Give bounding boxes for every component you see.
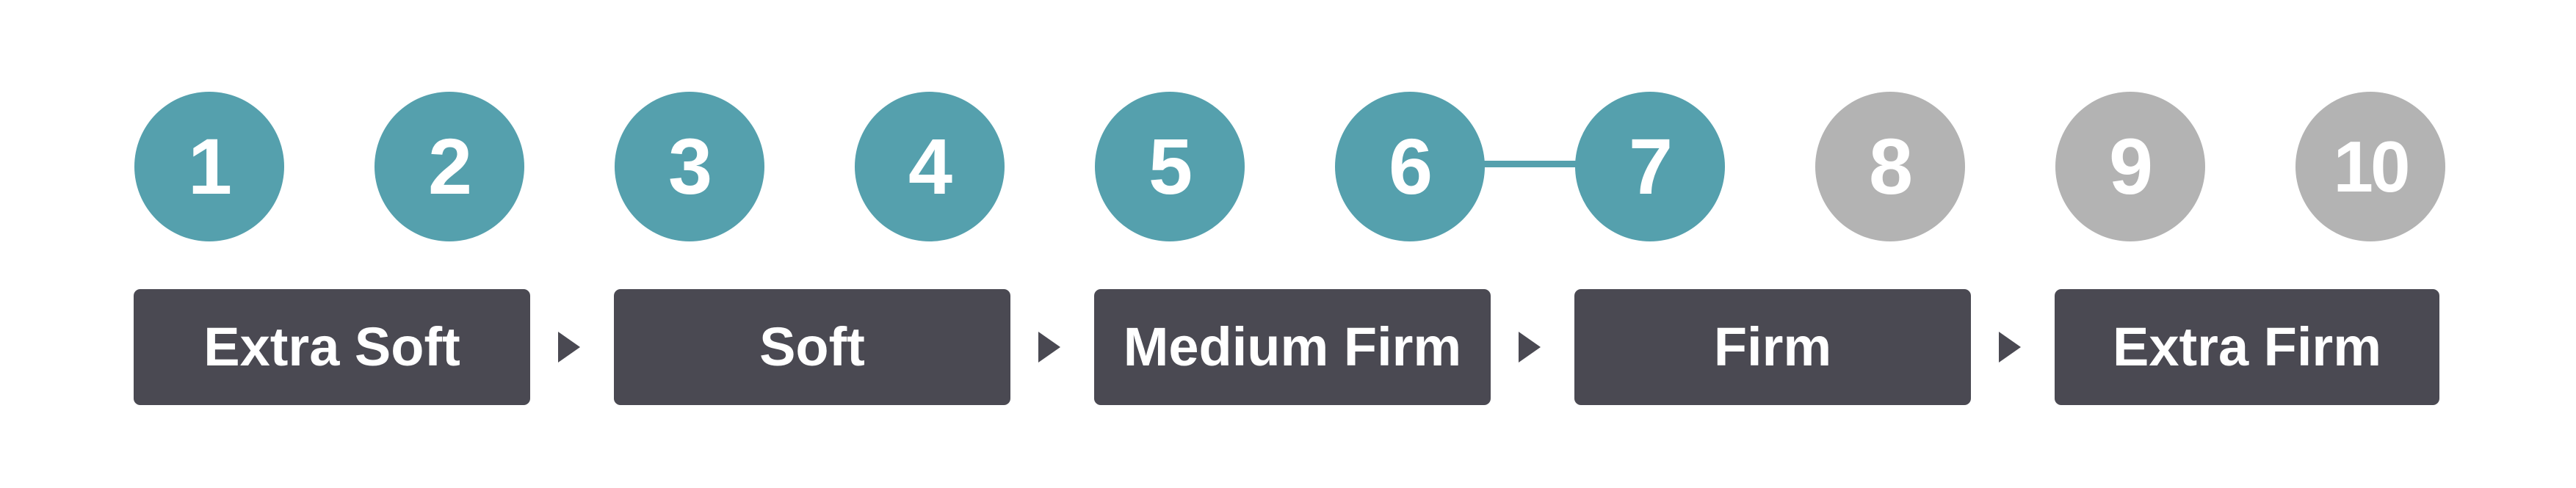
firmness-label-row: Extra Soft Soft Medium Firm Firm Extra F… <box>0 289 2576 407</box>
scale-node-5[interactable]: 5 <box>1095 92 1245 241</box>
firmness-bar-label: Soft <box>759 316 865 377</box>
scale-node-7[interactable]: 7 <box>1575 92 1725 241</box>
scale-node-number: 4 <box>908 122 952 211</box>
firmness-bar-soft[interactable]: Soft <box>614 289 1010 405</box>
firmness-bar-label: Extra Firm <box>2112 316 2382 377</box>
scale-node-number: 3 <box>667 122 712 211</box>
firmness-bar-medium-firm[interactable]: Medium Firm <box>1094 289 1491 405</box>
scale-node-6[interactable]: 6 <box>1335 92 1485 241</box>
firmness-bar-firm[interactable]: Firm <box>1574 289 1971 405</box>
triangle-right-icon <box>558 332 580 363</box>
scale-node-row: 1 2 3 4 5 6 7 8 9 10 <box>134 92 2445 241</box>
scale-node-9[interactable]: 9 <box>2055 92 2205 241</box>
firmness-bar-label: Extra Soft <box>203 316 460 377</box>
firmness-bar-label: Firm <box>1713 316 1832 377</box>
scale-node-number: 9 <box>2108 122 2153 211</box>
scale-node-10[interactable]: 10 <box>2295 92 2445 241</box>
triangle-right-icon <box>1519 332 1541 363</box>
scale-node-number: 10 <box>2333 126 2410 207</box>
scale-node-3[interactable]: 3 <box>615 92 764 241</box>
scale-node-number: 6 <box>1388 122 1433 211</box>
triangle-right-icon <box>1999 332 2021 363</box>
scale-node-4[interactable]: 4 <box>855 92 1005 241</box>
firmness-bar-extra-firm[interactable]: Extra Firm <box>2055 289 2439 405</box>
scale-node-number: 5 <box>1148 122 1193 211</box>
scale-node-1[interactable]: 1 <box>134 92 284 241</box>
scale-node-number: 1 <box>187 122 232 211</box>
firmness-bar-label: Medium Firm <box>1123 316 1462 377</box>
scale-node-2[interactable]: 2 <box>375 92 524 241</box>
triangle-right-icon <box>1038 332 1060 363</box>
scale-node-number: 7 <box>1628 122 1673 211</box>
scale-node-8[interactable]: 8 <box>1815 92 1965 241</box>
scale-node-number: 2 <box>427 122 472 211</box>
firmness-bar-extra-soft[interactable]: Extra Soft <box>134 289 530 405</box>
node-connector-6-7 <box>1461 161 1579 167</box>
scale-node-number: 8 <box>1868 122 1913 211</box>
